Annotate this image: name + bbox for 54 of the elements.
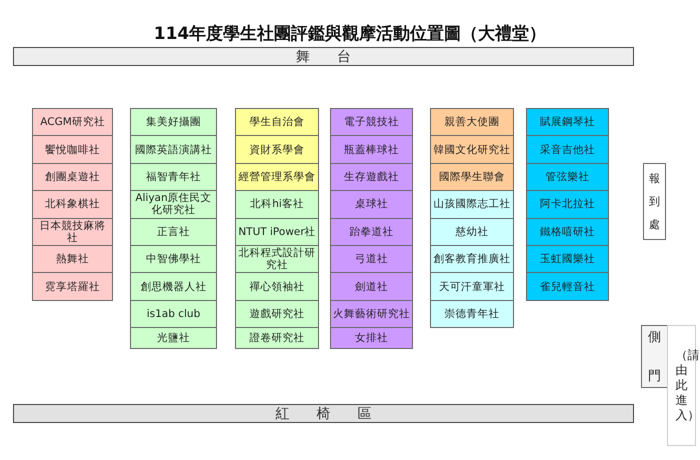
club-booth-cell: 雀兒輕音社	[526, 272, 609, 301]
club-booth-cell: 鐵格嘻研社	[526, 218, 609, 246]
club-booth-cell: 饗悅咖啡社	[32, 135, 113, 164]
club-booth-cell: 山孩國際志工社	[430, 190, 514, 219]
club-booth-cell: 弓道社	[330, 245, 413, 274]
club-booth-cell: ACGM研究社	[32, 108, 113, 136]
club-booth-cell: 韓國文化研究社	[430, 135, 514, 164]
club-booth-cell: 國際學生聯會	[430, 162, 514, 192]
club-booth-cell: Aliyan原住民文化研究社	[130, 190, 217, 219]
check-in-desk-box: 報到處	[643, 163, 666, 240]
club-booth-cell: 親善大使團	[430, 108, 514, 136]
club-booth-cell: 北科象棋社	[32, 190, 113, 219]
club-booth-cell: 跆拳道社	[330, 218, 413, 246]
club-booth-cell: 霓享塔羅社	[32, 272, 113, 301]
club-booth-cell: is1ab club	[130, 300, 217, 328]
club-booth-cell: 禪心領袖社	[235, 272, 319, 301]
club-booth-cell: 管弦樂社	[526, 162, 609, 192]
club-booth-cell: 遊戲研究社	[235, 300, 319, 328]
club-booth-cell: 劍道社	[330, 272, 413, 301]
club-booth-cell: 采音吉他社	[526, 135, 609, 164]
club-booth-cell: 慈幼社	[430, 218, 514, 246]
club-booth-cell: 女排社	[330, 327, 413, 350]
club-booth-cell: 電子競技社	[330, 108, 413, 136]
club-booth-cell: 桌球社	[330, 190, 413, 219]
club-booth-cell: 賦展鋼琴社	[526, 108, 609, 136]
club-booth-cell: 證卷研究社	[235, 327, 319, 350]
club-booth-cell: 崇德青年社	[430, 300, 514, 328]
club-booth-cell: 光鹽社	[130, 327, 217, 350]
club-booth-cell: 創客教育推廣社	[430, 245, 514, 274]
club-booth-cell: 經營管理系學會	[235, 162, 319, 192]
club-booth-cell: 生存遊戲社	[330, 162, 413, 192]
stage-band: 舞 台	[13, 47, 634, 66]
side-door-box: 側門	[641, 325, 668, 388]
club-booth-cell: 福智青年社	[130, 162, 217, 192]
club-booth-cell: 集美好攝團	[130, 108, 217, 136]
club-booth-cell: 火舞藝術研究社	[330, 300, 413, 328]
club-booth-cell: 阿卡北拉社	[526, 190, 609, 219]
club-booth-cell: 學生自治會	[235, 108, 319, 136]
club-booth-cell: 創團桌遊社	[32, 162, 113, 192]
club-booth-cell: 瓶蓋棒球社	[330, 135, 413, 164]
club-booth-cell: 資財系學會	[235, 135, 319, 164]
club-booth-cell: NTUT iPower社	[235, 218, 319, 246]
club-booth-cell: 玉虹國樂社	[526, 245, 609, 274]
club-booth-cell: 國際英語演講社	[130, 135, 217, 164]
seating-area-band: 紅 椅 區	[13, 404, 634, 423]
club-booth-cell: 創思機器人社	[130, 272, 217, 301]
club-booth-cell: 熱舞社	[32, 245, 113, 274]
club-booth-cell: 北科hi客社	[235, 190, 319, 219]
club-booth-cell: 日本競技麻將社	[32, 218, 113, 246]
club-booth-cell: 正言社	[130, 218, 217, 246]
title: 114年度學生社團評鑑與觀摩活動位置圖（大禮堂）	[152, 23, 548, 45]
club-booth-cell: 北科程式設計研究社	[235, 245, 319, 274]
club-booth-cell: 中智佛學社	[130, 245, 217, 274]
club-booth-cell: 天可汗童軍社	[430, 272, 514, 301]
